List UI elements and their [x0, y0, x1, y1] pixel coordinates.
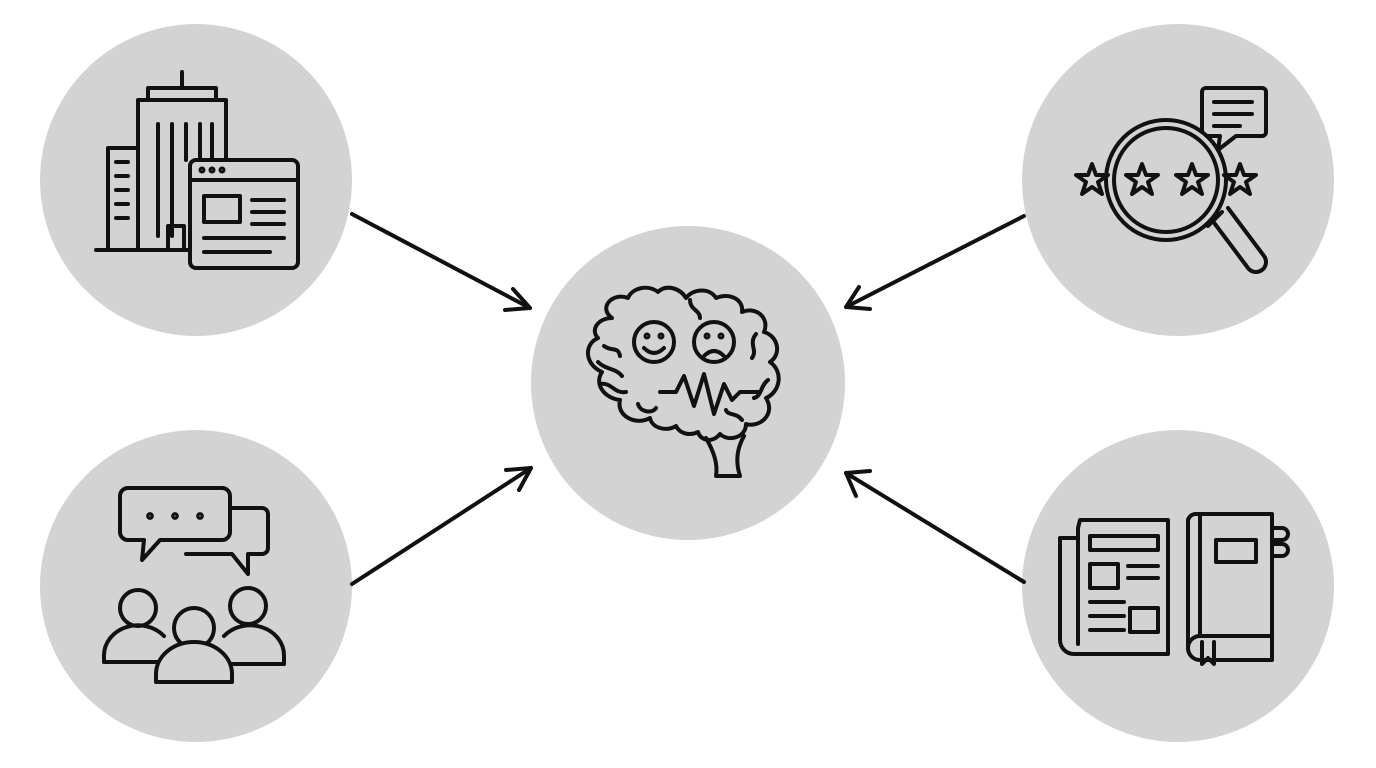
brain-stem — [704, 434, 746, 478]
magnifier-star-rating-review-icon — [1074, 86, 1268, 274]
pulse-wave-icon — [658, 372, 762, 416]
edges — [350, 212, 1026, 586]
star-icon — [1124, 162, 1160, 196]
smiley-face-icon — [632, 320, 676, 364]
arrow-top-right-to-center — [844, 214, 1026, 311]
arrow-bottom-right-to-center — [844, 469, 1026, 584]
arrow-top-left-to-center — [350, 212, 532, 312]
group-chat-people-icon — [101, 486, 287, 684]
arrow-bottom-left-to-center — [350, 466, 533, 586]
office-building-webpage-icon — [94, 70, 300, 270]
star-icon — [1074, 162, 1110, 196]
brain-emotion-icon — [586, 285, 781, 478]
sad-face-icon — [692, 320, 736, 364]
node-circle-bottom-left — [40, 430, 352, 742]
star-icon — [1222, 162, 1258, 196]
brain-outline — [586, 285, 781, 442]
newspaper-book-icon — [1058, 512, 1290, 666]
node-circle-bottom-right — [1022, 430, 1334, 742]
star-icon — [1174, 162, 1210, 196]
